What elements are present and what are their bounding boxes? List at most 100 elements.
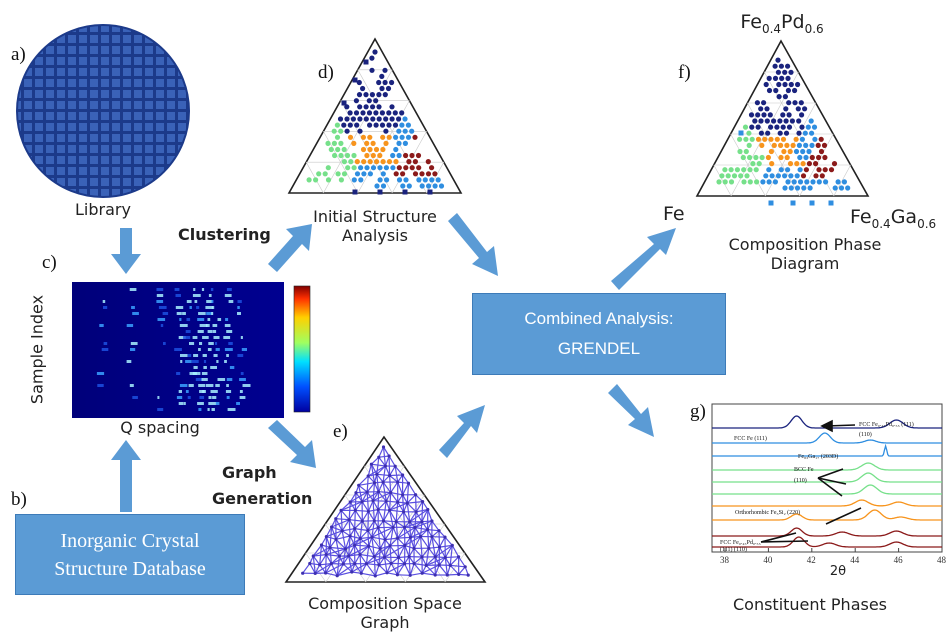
- heatmap-streak: [201, 288, 205, 291]
- composition-point: [778, 167, 784, 173]
- heatmap-streak: [193, 288, 196, 291]
- graph-node: [387, 454, 391, 458]
- composition-point: [425, 171, 432, 177]
- composition-point: [778, 63, 785, 69]
- heatmap-streak: [192, 372, 201, 375]
- graph-edge: [450, 564, 466, 568]
- composition-point: [768, 148, 775, 155]
- graph-edge: [414, 511, 417, 528]
- composition-point: [775, 173, 782, 179]
- composition-point: [432, 171, 438, 177]
- composition-point: [370, 165, 377, 171]
- graph-edge: [325, 554, 332, 564]
- composition-point: [358, 165, 364, 171]
- heatmap-streak: [227, 408, 236, 411]
- composition-point: [374, 159, 380, 165]
- heatmap-streak: [183, 336, 191, 339]
- vertex-top-label: Fe0.4Pd0.6: [712, 11, 852, 36]
- arrow-graph-to-grendel: [439, 405, 485, 458]
- graph-edge: [302, 563, 311, 574]
- graph-node: [401, 493, 405, 497]
- graph-edge: [382, 520, 386, 540]
- graph-node: [365, 490, 369, 494]
- composition-point: [778, 142, 784, 148]
- graph-edge: [434, 546, 441, 558]
- graph-edge: [438, 564, 448, 576]
- graph-edge: [384, 526, 394, 540]
- graph-edge: [404, 521, 423, 528]
- composition-point: [386, 110, 392, 116]
- graph-edge: [371, 526, 394, 538]
- heatmap-streak: [228, 300, 234, 303]
- graph-edge: [386, 572, 398, 576]
- composition-point: [769, 161, 775, 167]
- flow-arrows: [111, 213, 676, 512]
- graph-edge: [383, 539, 386, 558]
- composition-point: [753, 167, 759, 173]
- graph-edge: [386, 563, 405, 574]
- graph-edge: [389, 509, 404, 513]
- edge-sample: [809, 200, 815, 206]
- heatmap-streak: [129, 384, 134, 387]
- heatmap-streak: [210, 390, 218, 393]
- graph-edge: [361, 520, 369, 531]
- graph-node: [324, 553, 328, 557]
- composition-point: [400, 183, 406, 189]
- graph-edge: [341, 519, 350, 532]
- graph-edge: [447, 573, 459, 576]
- heatmap-streak: [188, 384, 194, 387]
- composition-point: [794, 161, 800, 167]
- composition-point: [799, 112, 805, 118]
- graph-edge: [373, 482, 380, 492]
- graph-edge: [376, 457, 380, 475]
- graph-edge: [354, 510, 363, 522]
- composition-point: [799, 136, 806, 142]
- composition-point: [402, 140, 408, 146]
- graph-edge: [386, 563, 392, 574]
- graph-edge: [335, 535, 351, 540]
- graph-edge: [435, 556, 446, 559]
- heatmap-streak: [193, 354, 199, 357]
- graph-node: [329, 562, 333, 566]
- graph-edge: [414, 527, 422, 537]
- graph-edge: [341, 530, 347, 550]
- xrd-pattern: [712, 432, 942, 444]
- composition-point: [338, 177, 344, 183]
- composition-point: [419, 171, 425, 177]
- composition-point: [783, 118, 789, 124]
- composition-point: [809, 130, 815, 136]
- composition-point: [396, 128, 402, 134]
- graph-edge: [362, 500, 374, 503]
- graph-edge: [331, 526, 343, 532]
- composition-point: [774, 124, 780, 130]
- graph-edge: [354, 510, 356, 529]
- composition-point: [393, 134, 399, 140]
- heatmap-streak: [126, 360, 132, 363]
- graph-node: [359, 571, 363, 575]
- graph-edge: [340, 510, 350, 521]
- xrd-pattern: [712, 509, 942, 521]
- graph-edge: [397, 538, 400, 558]
- graph-edge: [358, 482, 375, 486]
- graph-edge: [314, 564, 321, 574]
- constituent-caption: Constituent Phases: [732, 595, 888, 614]
- graph-edge: [394, 465, 404, 476]
- composition-point: [808, 118, 814, 124]
- composition-point: [341, 171, 348, 177]
- composition-point: [353, 98, 359, 104]
- graph-edge: [428, 546, 440, 549]
- composition-point: [796, 130, 802, 136]
- composition-point: [392, 110, 398, 116]
- graph-node: [343, 547, 348, 551]
- graph-edge: [319, 564, 327, 574]
- graph-edge: [383, 545, 391, 558]
- graph-node: [353, 562, 357, 566]
- heatmap-streak: [132, 312, 139, 315]
- composition-point: [788, 81, 794, 88]
- xrd-tick-label: 48: [937, 555, 947, 565]
- graph-edge: [378, 564, 388, 574]
- heatmap-streak: [237, 300, 242, 303]
- graph-edge: [397, 526, 406, 539]
- composition-point: [813, 161, 819, 167]
- heatmap-streak: [225, 318, 229, 321]
